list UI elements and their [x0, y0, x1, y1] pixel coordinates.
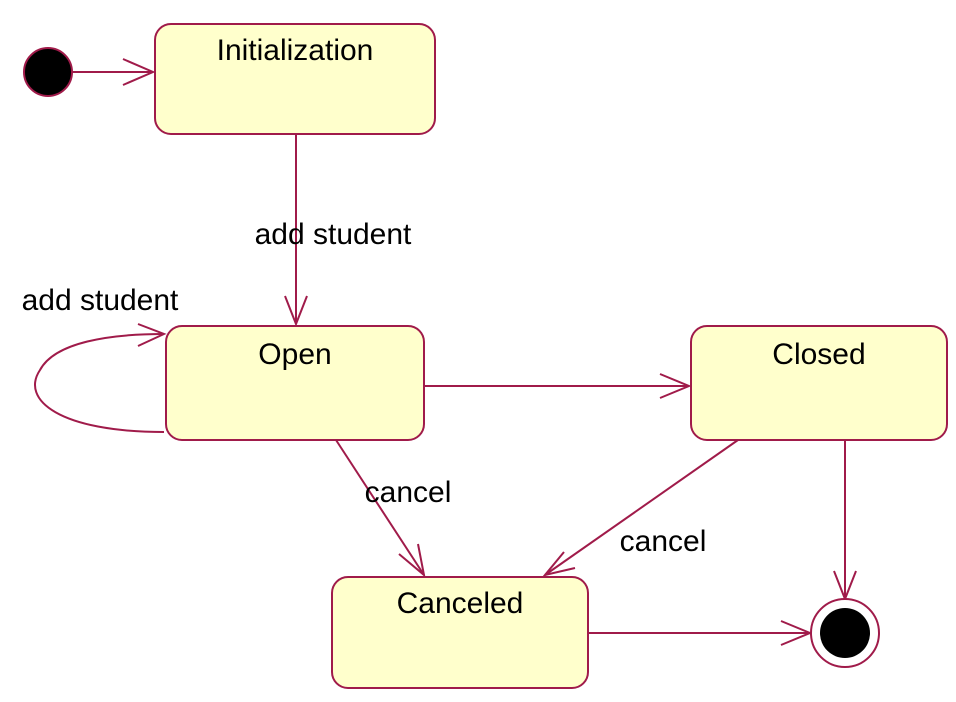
label-closed-to-canceled: cancel [620, 525, 707, 558]
label-open-self: add student [22, 284, 179, 317]
state-closed[interactable] [690, 325, 948, 441]
initial-node [23, 47, 73, 97]
edge-closed-to-canceled [544, 439, 739, 576]
state-open-label: Open [258, 338, 331, 371]
arrowhead-init-open [284, 295, 308, 327]
state-canceled-label: Canceled [397, 587, 524, 620]
arrowhead-open-self [137, 323, 167, 347]
final-node-inner [820, 608, 870, 658]
label-open-to-canceled: cancel [365, 476, 452, 509]
arrowhead-closed-canceled [542, 551, 576, 577]
edge-open-self [34, 333, 165, 433]
label-init-to-open: add student [255, 218, 412, 251]
arrowhead-open-canceled [398, 543, 426, 578]
state-open[interactable] [165, 325, 425, 441]
state-initialization-label: Initialization [217, 34, 374, 67]
state-closed-label: Closed [772, 338, 865, 371]
edge-open-to-canceled [335, 439, 425, 576]
arrowhead-initial [122, 58, 156, 86]
arrowhead-open-closed [659, 373, 692, 399]
